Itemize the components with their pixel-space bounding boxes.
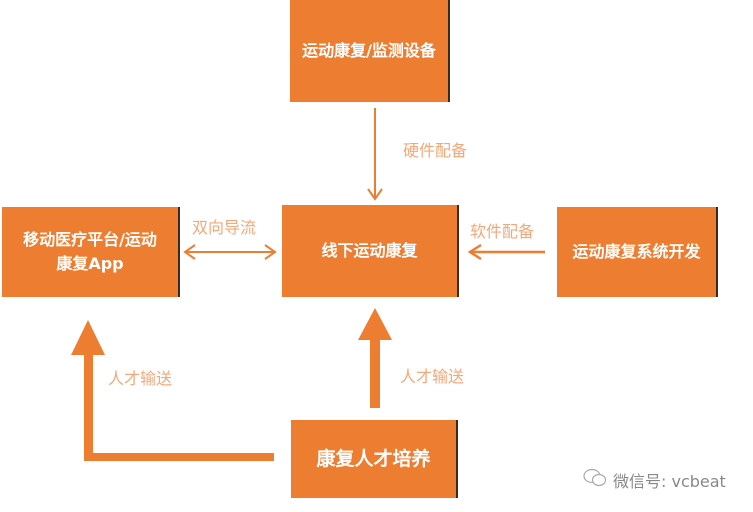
talent-arrow-left: [71, 320, 274, 461]
label-software: 软件配备: [470, 222, 535, 241]
label-talent-left: 人才输送: [108, 369, 173, 388]
wechat-icon: [583, 468, 607, 492]
box-mobile-platform: 移动医疗平台/运动康复App: [2, 207, 180, 297]
box-monitoring-devices: 运动康复/监测设备: [290, 0, 450, 102]
two-way-arrow: [183, 244, 277, 260]
label-two-way: 双向导流: [192, 218, 257, 237]
label-hardware: 硬件配备: [403, 141, 468, 160]
box-talent-training: 康复人才培养: [291, 420, 458, 498]
box-system-dev: 运动康复系统开发: [557, 207, 718, 297]
watermark-text: 微信号: vcbeat: [613, 472, 726, 491]
hardware-arrow: [367, 108, 383, 201]
watermark: 微信号: vcbeat: [583, 468, 726, 492]
software-arrow: [467, 243, 545, 261]
talent-arrow-center: [358, 308, 392, 408]
label-talent-center: 人才输送: [400, 367, 465, 386]
box-offline-rehab: 线下运动康复: [282, 205, 459, 297]
